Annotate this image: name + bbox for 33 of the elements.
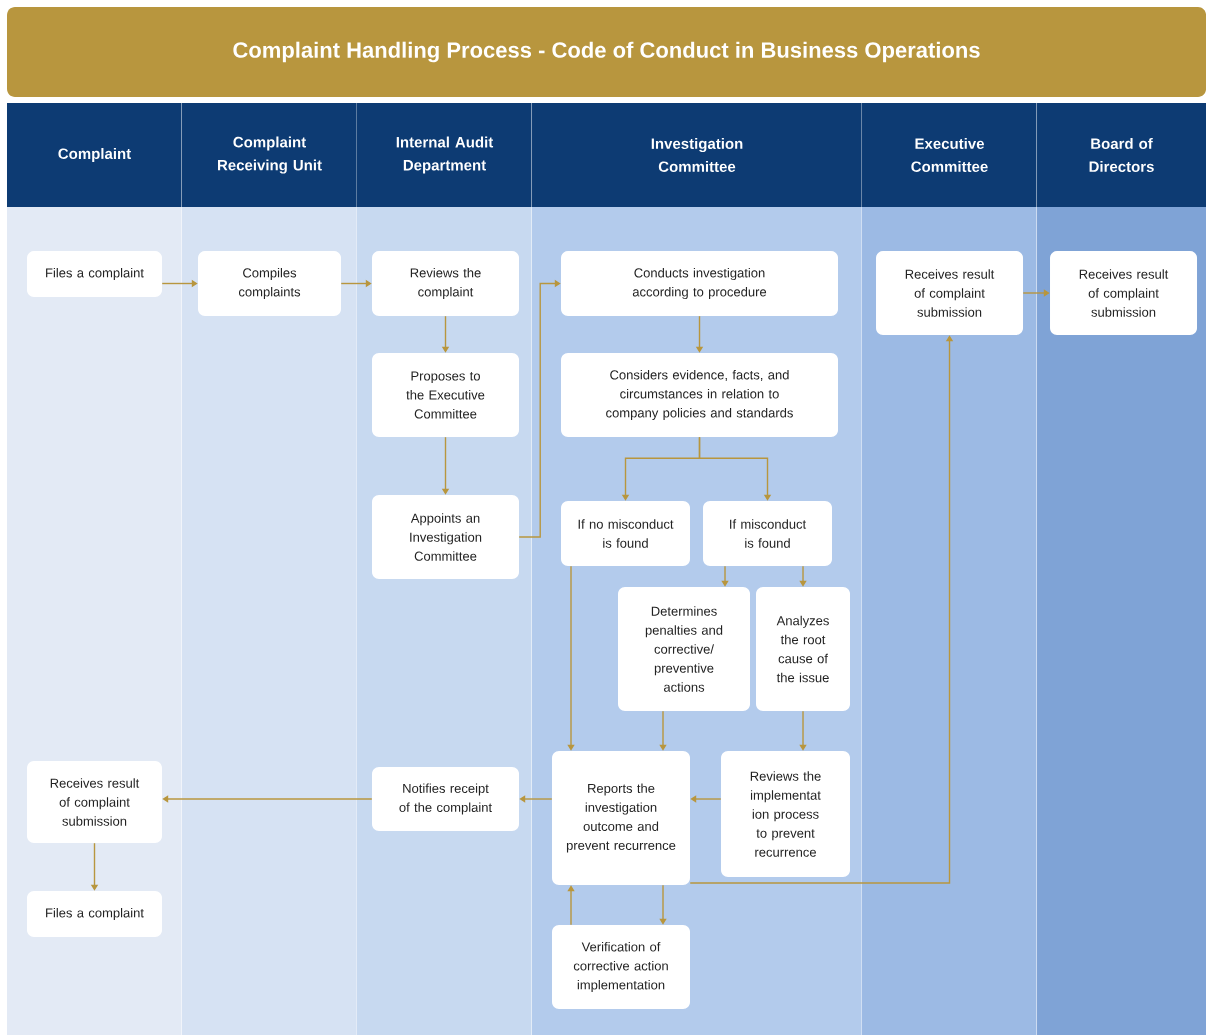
process-box: Notifies receipt of the complaint: [372, 767, 519, 831]
arrow: [1022, 289, 1050, 297]
process-box: Receives result of complaint submission: [27, 761, 162, 843]
process-box: If no misconduct is found: [561, 501, 690, 566]
process-box: Files a complaint: [27, 891, 162, 937]
arrow: [690, 795, 722, 803]
arrow: [659, 884, 667, 925]
process-box: Receives result of complaint submission: [1050, 251, 1197, 335]
arrow: [567, 885, 575, 926]
process-box: Analyzes the root cause of the issue: [756, 587, 850, 711]
arrow: [721, 565, 729, 587]
arrow: [518, 279, 561, 538]
process-box: Appoints an Investigation Committee: [372, 495, 519, 579]
arrow: [799, 565, 807, 587]
process-box: Compiles complaints: [198, 251, 341, 316]
process-box: Verification of corrective action implementation: [552, 925, 690, 1009]
arrow: [162, 795, 373, 803]
process-box: Reviews the implementat ion process to prevent recurrence: [721, 751, 850, 877]
process-box: Determines penalties and corrective/ preventive actions: [618, 587, 750, 711]
arrow: [799, 710, 807, 751]
arrow: [567, 565, 575, 751]
process-box: Files a complaint: [27, 251, 162, 297]
process-box: Considers evidence, facts, and circumstances in relation to company policies and standards: [561, 353, 838, 437]
arrow: [519, 795, 553, 803]
process-box: Reports the investigation outcome and prevent recurrence: [552, 751, 690, 885]
arrow: [698, 436, 772, 501]
process-box: Conducts investigation according to procedure: [561, 251, 838, 316]
process-box: Reviews the complaint: [372, 251, 519, 316]
process-box: Receives result of complaint submission: [876, 251, 1023, 335]
arrow: [659, 710, 667, 751]
process-box: Proposes to the Executive Committee: [372, 353, 519, 437]
process-box: If misconduct is found: [703, 501, 832, 566]
title-banner: Complaint Handling Process - Code of Conduct in Business Operations: [7, 7, 1206, 97]
